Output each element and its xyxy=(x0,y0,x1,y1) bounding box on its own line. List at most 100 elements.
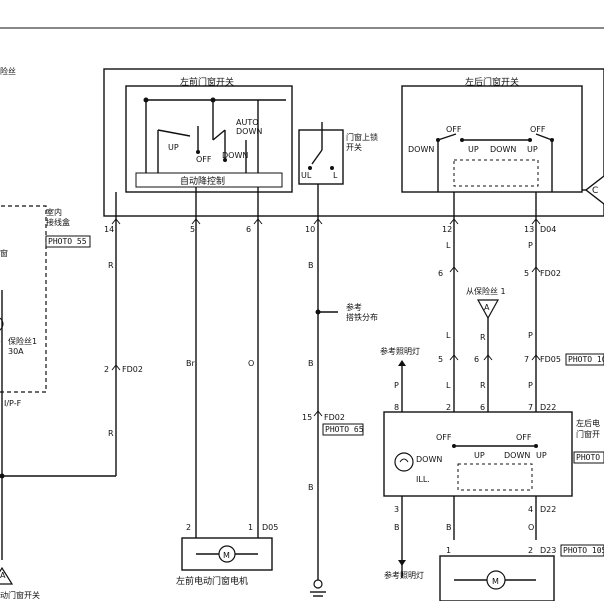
rl-up-label-2: UP xyxy=(527,145,538,154)
fd02-left: FD02 xyxy=(122,365,143,374)
pin-2b: 2 xyxy=(446,403,451,412)
pin-2c: 2 xyxy=(528,546,533,555)
d22-top: D22 xyxy=(540,403,556,412)
wire-color-r3: R xyxy=(480,381,486,390)
fl-switch-blade xyxy=(212,129,226,141)
connector-marks xyxy=(111,218,541,417)
wire-color-l: L xyxy=(446,241,451,250)
fl-inner-arm xyxy=(157,129,191,137)
photo65-box xyxy=(322,423,364,436)
photo65-label: PHOTO 65 xyxy=(325,425,364,434)
wire-color-b4: B xyxy=(446,523,452,532)
ground-symbol-ring xyxy=(313,579,323,589)
lower-up-1: UP xyxy=(474,451,485,460)
lock-l-label: L xyxy=(333,171,338,180)
lock-switch-box xyxy=(298,129,344,185)
illumination-lamp xyxy=(394,452,414,472)
auto-ctrl-box xyxy=(135,172,283,188)
wire-color-p: P xyxy=(528,241,533,250)
rl-off-label-1: OFF xyxy=(446,125,462,134)
pin-14: 14 xyxy=(104,225,114,234)
fd02-mid: FD02 xyxy=(324,413,345,422)
lock-ul-label: UL xyxy=(301,171,312,180)
ref-lamp-bottom: 参考照明灯 xyxy=(384,570,424,580)
fuse1-rating: 30A xyxy=(8,347,24,356)
pin-6d: 6 xyxy=(480,403,485,412)
wire-color-p2: P xyxy=(528,331,533,340)
fl-off-label: OFF xyxy=(196,155,212,164)
junction-block-outline xyxy=(0,205,47,393)
pin-8: 8 xyxy=(394,403,399,412)
fl-motor-m: M xyxy=(223,551,230,560)
fl-motor-pin2: 2 xyxy=(186,523,191,532)
photo105-label: PHOTO 105 xyxy=(563,546,604,555)
lock-switch-label-1: 门窗上锁 xyxy=(346,132,378,142)
pin-15: 15 xyxy=(302,413,312,422)
wire-color-b5: B xyxy=(394,523,400,532)
photo10-box xyxy=(565,353,604,366)
wire-color-o: O xyxy=(248,359,254,368)
fl-motor-label: 左前电动门窗电机 xyxy=(176,575,248,587)
d22-bottom: D22 xyxy=(540,505,556,514)
pin-6: 6 xyxy=(246,225,251,234)
ref-lamp-top-arrow xyxy=(398,360,406,366)
pin-10: 10 xyxy=(305,225,315,234)
rl-down-label: DOWN xyxy=(408,145,434,154)
fl-auto-down-label: DOWN xyxy=(236,127,262,136)
ref-ground-2: 搭铁分布 xyxy=(346,312,378,322)
rl-left-blade xyxy=(437,133,457,141)
photo-right-box xyxy=(573,451,604,464)
rl-dot-3 xyxy=(460,138,464,142)
wire-color-p3: P xyxy=(528,381,533,390)
wire-color-r: R xyxy=(108,261,114,270)
lower-down-label: DOWN xyxy=(416,455,442,464)
fl-auto-label: AUTO xyxy=(236,118,259,127)
auto-ctrl-label: 自动降控制 xyxy=(180,175,225,187)
lock-switch-blade xyxy=(311,149,323,165)
rl-dot-4 xyxy=(528,138,532,142)
driver-switch-housing xyxy=(103,68,604,217)
photo10-label: PHOTO 10 xyxy=(568,355,604,364)
rl-switch-title: 左后门窗开关 xyxy=(465,76,519,88)
fl-switch-title: 左前门窗开关 xyxy=(180,76,234,88)
rl-down-label-2: DOWN xyxy=(490,145,516,154)
jb-label-1: 室内 xyxy=(46,207,62,217)
rl-off-label-2: OFF xyxy=(530,125,546,134)
ill-label: ILL. xyxy=(416,475,430,484)
pin-6b: 6 xyxy=(438,269,443,278)
fd02-right: FD02 xyxy=(540,269,561,278)
rl-motor-m: M xyxy=(492,577,499,586)
photo105-box xyxy=(560,544,604,557)
wire-color-b2: B xyxy=(308,359,314,368)
wire-color-l3: L xyxy=(446,381,451,390)
bottom-left-a: A xyxy=(0,571,6,580)
photo-right-label: PHOTO xyxy=(576,453,600,462)
fuse1-label: 保险丝1 xyxy=(8,336,37,346)
lower-up-2: UP xyxy=(536,451,547,460)
pin-7b: 7 xyxy=(528,403,533,412)
wire-color-br: Br xyxy=(186,359,195,368)
wire-color-l2: L xyxy=(446,331,451,340)
rl-up-label-1: UP xyxy=(468,145,479,154)
pin-1: 1 xyxy=(446,546,451,555)
fuse1-symbol xyxy=(0,317,4,342)
fl-down-label: DOWN xyxy=(222,151,248,160)
jb-window-label: 窗 xyxy=(0,248,8,258)
ref-lamp-bottom-arrow xyxy=(398,560,406,566)
fl-motor-pin1: 1 xyxy=(248,523,253,532)
wire-color-p4: P xyxy=(394,381,399,390)
pin-5: 5 xyxy=(190,225,195,234)
wire-color-b: B xyxy=(308,261,314,270)
photo55-label: PHOTO 55 xyxy=(48,237,87,246)
lower-off-1: OFF xyxy=(436,433,452,442)
lower-inner-dashed xyxy=(457,463,533,491)
lower-dot-1 xyxy=(452,444,456,448)
ref-lamp-top: 参考照明灯 xyxy=(380,346,420,356)
d23-label: D23 xyxy=(540,546,556,555)
fl-up-label: UP xyxy=(168,143,179,152)
fl-contact-dot-2 xyxy=(223,158,227,162)
fl-contact-dot-1 xyxy=(196,150,200,154)
lower-down-2: DOWN xyxy=(504,451,530,460)
